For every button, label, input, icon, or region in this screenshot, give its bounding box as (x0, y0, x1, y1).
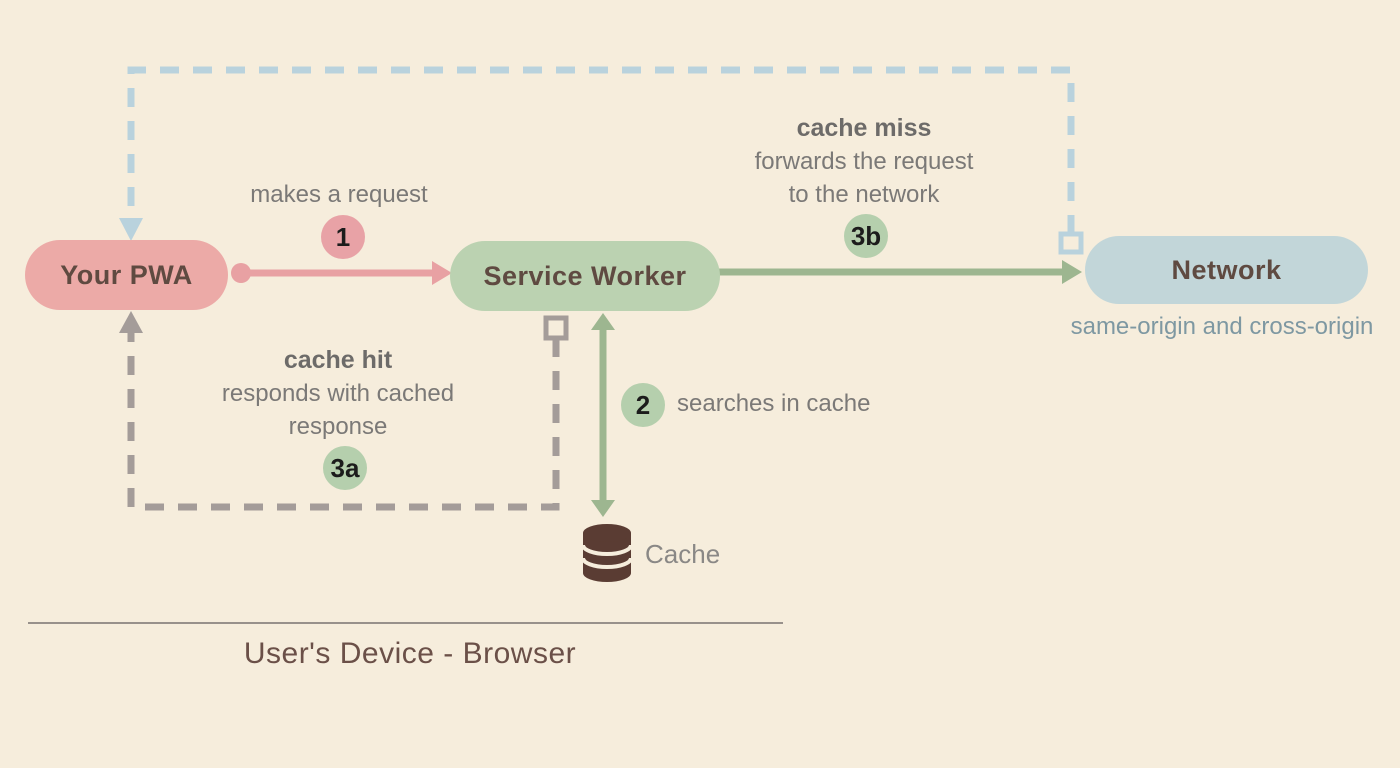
arrowhead-right-icon (432, 261, 452, 285)
cache-hit-dashed-path (119, 311, 569, 511)
step3b-badge: 3b (844, 214, 888, 258)
cache-hit-block: cache hit responds with cached response (188, 344, 488, 443)
network-subtitle: same-origin and cross-origin (1070, 313, 1374, 340)
step3a-badge: 3a (323, 446, 367, 490)
arrowhead-down-icon (119, 218, 143, 241)
arrowhead-up-icon (119, 311, 143, 333)
cache-hit-line: responds with cached (221, 380, 455, 407)
arrowhead-up-icon (591, 313, 615, 330)
cache-hit-line: response (288, 413, 388, 440)
cache-db-icon (581, 524, 633, 582)
cache-hit-title: cache hit (283, 346, 393, 374)
connector-square-icon (1058, 231, 1084, 255)
forward-to-network-arrow (719, 260, 1082, 284)
cache-miss-line: forwards the request (754, 148, 974, 175)
cache-miss-block: cache miss forwards the request to the n… (714, 112, 1014, 211)
step2-badge: 2 (621, 383, 665, 427)
service-worker-node: Service Worker (450, 241, 720, 311)
step1-label: makes a request (250, 181, 428, 208)
device-boundary-label: User's Device - Browser (243, 637, 577, 670)
cache-miss-title: cache miss (796, 114, 932, 142)
cache-search-arrow (591, 313, 615, 517)
step2-label: searches in cache (677, 390, 871, 417)
arrowhead-right-icon (1062, 260, 1082, 284)
cache-label: Cache (645, 539, 721, 569)
cache-miss-line: to the network (788, 181, 940, 208)
connector-square-icon (543, 315, 569, 341)
network-node: Network (1085, 236, 1368, 304)
arrowhead-down-icon (591, 500, 615, 517)
request-arrow (231, 261, 452, 285)
network-response-dashed-path (119, 66, 1084, 255)
your-pwa-node: Your PWA (25, 240, 228, 310)
step1-badge: 1 (321, 215, 365, 259)
